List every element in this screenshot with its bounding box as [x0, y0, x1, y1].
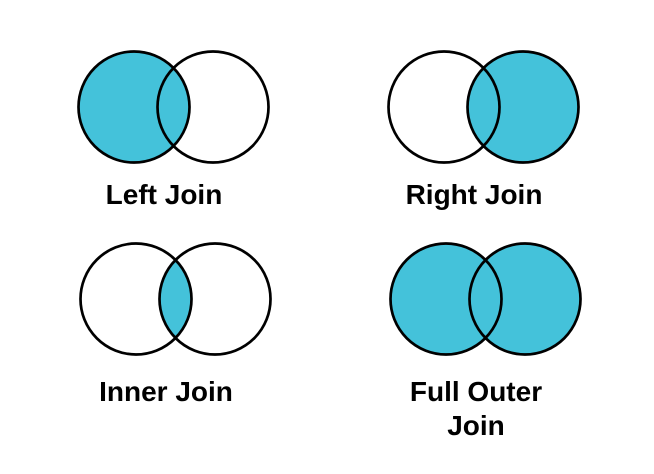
venn-inner-join: [79, 242, 272, 356]
venn-full-outer-join: [389, 242, 582, 356]
join-diagram-right-join: Right Join: [379, 48, 589, 212]
left-circle-outline: [389, 242, 503, 356]
label-inner-join: Inner Join: [99, 376, 233, 407]
venn-left-join: [77, 50, 270, 164]
label-right-join: Right Join: [405, 179, 543, 210]
left-circle-fill: [390, 243, 502, 355]
right-circle-outline: [156, 50, 270, 164]
venn-right-join: [387, 50, 580, 164]
right-circle-outline: [466, 50, 580, 164]
left-circle-outline: [387, 50, 501, 164]
label-left-join: Left Join: [105, 179, 223, 210]
left-circle-fill: [78, 51, 190, 163]
join-diagram-inner-join: Inner Join: [71, 240, 281, 409]
right-circle-fill: [469, 243, 581, 355]
join-diagram-full-outer-join: Full Outer Join: [381, 240, 591, 443]
right-circle-outline: [158, 242, 272, 356]
left-circle-outline: [79, 242, 193, 356]
join-diagram-left-join: Left Join: [69, 48, 279, 212]
right-circle-outline: [468, 242, 582, 356]
left-circle-outline: [77, 50, 191, 164]
right-circle-fill: [467, 51, 579, 163]
label-full-outer-join: Full Outer Join: [409, 376, 543, 441]
